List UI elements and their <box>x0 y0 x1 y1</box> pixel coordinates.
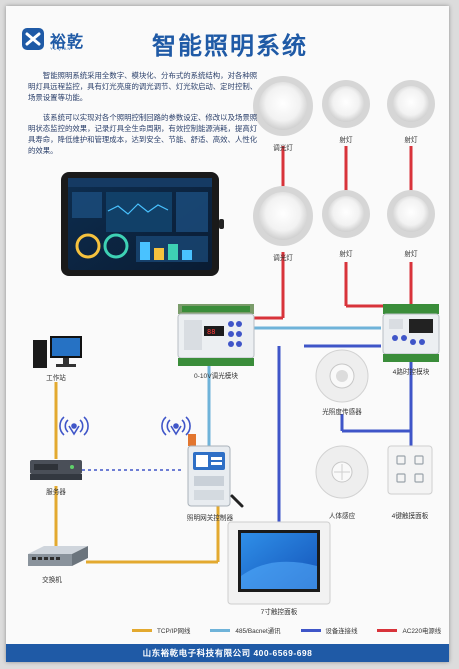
label-switch: 交换机 <box>42 577 62 584</box>
server-icon <box>30 460 82 480</box>
legend-swatch-ac220 <box>377 629 398 632</box>
legend-label-device: 设备连接线 <box>325 628 358 635</box>
label-spot-light-4: 射灯 <box>404 251 418 258</box>
label-dimmer-module: 0-10V调光模块 <box>194 373 238 380</box>
spotlight-4 <box>387 190 435 238</box>
legend-item-tcp: TCP/IP网线 <box>132 626 190 635</box>
legend-label-ac220: AC220电源线 <box>402 628 442 635</box>
logo-subtext: YUQIAN <box>50 46 72 51</box>
label-server: 服务器 <box>46 489 66 496</box>
svg-text:88: 88 <box>207 328 215 336</box>
legend-item-device: 设备连接线 <box>300 626 358 635</box>
label-light-sensor: 光照度传感器 <box>322 409 362 416</box>
device-lines <box>277 344 413 522</box>
logo-text: 裕乾 <box>50 34 85 51</box>
system-diagram: 88 <box>22 28 440 605</box>
workstation-icon <box>33 336 82 368</box>
bus485-lines <box>207 326 381 452</box>
wifi-icon-right <box>161 416 191 436</box>
dimmer-module: 88 <box>177 304 255 366</box>
legend-item-485: 485/Bacnet通讯 <box>210 626 281 635</box>
gateway-controller <box>187 434 244 508</box>
touch-panel-4key <box>387 445 433 495</box>
label-spot-light-3: 射灯 <box>339 251 353 258</box>
label-dimmer-light-mid: 调光灯 <box>273 255 293 262</box>
relay-module <box>382 304 440 362</box>
label-body-sensor: 人体感应 <box>328 513 356 520</box>
tcp-lines <box>54 382 220 564</box>
touch-screen-7inch <box>227 521 331 605</box>
legend-label-485: 485/Bacnet通讯 <box>235 628 281 635</box>
label-dimmer-light-top: 调光灯 <box>273 145 293 152</box>
downlight-dimmer-top <box>253 76 313 136</box>
page-title: 智能照明系统 <box>152 33 308 60</box>
wifi-icon-left <box>59 416 89 436</box>
downlight-dimmer-mid <box>253 186 313 246</box>
body-sensor <box>315 445 369 499</box>
logo-mark-icon <box>22 28 44 50</box>
label-spot-light-2: 射灯 <box>404 137 418 144</box>
label-touch-screen: 7寸触控面板 <box>260 609 298 616</box>
network-switch-icon <box>28 546 88 566</box>
label-spot-light-1: 射灯 <box>339 137 353 144</box>
spotlight-1 <box>322 80 370 128</box>
label-touch-panel: 4键触摸面板 <box>391 513 429 520</box>
intro-paragraph-2: 该系统可以实现对各个照明控制回路的参数设定、修改以及场景照明状态监控的效果，记录… <box>28 113 258 155</box>
spotlight-3 <box>322 190 370 238</box>
label-gateway: 照明网关控制器 <box>186 515 234 522</box>
legend-label-tcp: TCP/IP网线 <box>157 628 191 635</box>
tablet-display <box>61 172 224 276</box>
display-board: 88 <box>6 6 449 662</box>
legend-swatch-tcp <box>132 629 152 632</box>
label-workstation: 工作站 <box>46 375 66 382</box>
line-legend: TCP/IP网线 485/Bacnet通讯 设备连接线 AC220电源线 <box>132 626 441 635</box>
legend-swatch-485 <box>210 629 231 632</box>
footer-company-info: 山东裕乾电子科技有限公司 400-6569-698 <box>142 648 313 658</box>
spotlight-2 <box>387 80 435 128</box>
intro-paragraph-1: 智能照明系统采用全数字、模块化、分布式的系统结构，对各种照明灯具远程监控，具有灯… <box>28 71 258 102</box>
footer-bar <box>6 644 449 662</box>
legend-swatch-device <box>300 629 321 632</box>
ac220-lines <box>254 146 413 320</box>
legend-item-ac220: AC220电源线 <box>377 626 441 635</box>
light-sensor <box>315 349 369 403</box>
label-relay-module: 4路时控模块 <box>392 369 430 376</box>
